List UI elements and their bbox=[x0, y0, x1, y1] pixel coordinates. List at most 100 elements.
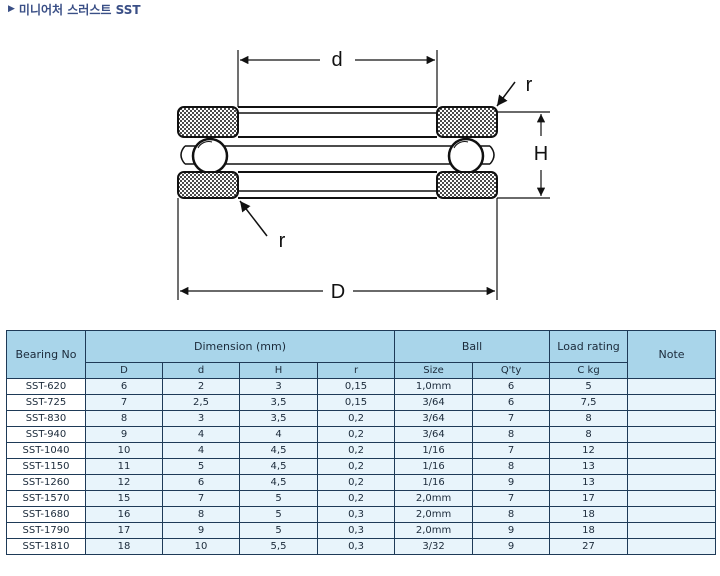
ball-size-cell: 1/16 bbox=[394, 474, 474, 491]
dim-H-cell: 3,5 bbox=[239, 410, 318, 427]
dim-D-cell: 11 bbox=[85, 458, 163, 475]
subheader-H: H bbox=[239, 362, 318, 379]
ball-qty-cell: 7 bbox=[472, 410, 551, 427]
ball-qty-cell: 6 bbox=[472, 378, 551, 395]
bearing-diagram: d H r r D bbox=[177, 49, 550, 303]
subheader-qty: Q'ty bbox=[472, 362, 551, 379]
load-rating-cell: 27 bbox=[549, 538, 629, 555]
bearing-no-cell: SST-1040 bbox=[6, 442, 86, 459]
note-cell bbox=[627, 474, 717, 491]
load-rating-cell: 18 bbox=[549, 522, 629, 539]
note-cell bbox=[627, 506, 717, 523]
ball-size-cell: 2,0mm bbox=[394, 490, 474, 507]
dim-d-cell: 8 bbox=[162, 506, 240, 523]
load-rating-cell: 18 bbox=[549, 506, 629, 523]
bearing-no-cell: SST-725 bbox=[6, 394, 86, 411]
ball-qty-cell: 9 bbox=[472, 522, 551, 539]
note-cell bbox=[627, 394, 717, 411]
dim-H-cell: 4,5 bbox=[239, 442, 318, 459]
ball-size-cell: 3/64 bbox=[394, 426, 474, 443]
bottom-washer-right bbox=[436, 171, 498, 199]
dim-D-cell: 8 bbox=[85, 410, 163, 427]
ball-left bbox=[191, 137, 229, 175]
subheader-size: Size bbox=[394, 362, 474, 379]
dim-r-cell: 0,2 bbox=[316, 410, 396, 427]
dim-r-cell: 0,2 bbox=[316, 458, 396, 475]
bearing-no-cell: SST-1680 bbox=[6, 506, 86, 523]
dim-d-cell: 5 bbox=[162, 458, 240, 475]
load-rating-cell: 5 bbox=[549, 378, 629, 395]
spec-table: Bearing No Dimension (mm) Ball Load rati… bbox=[6, 330, 717, 555]
dim-r-cell: 0,15 bbox=[316, 378, 396, 395]
load-rating-cell: 17 bbox=[549, 490, 629, 507]
subheader-c-kg: C kg bbox=[549, 362, 629, 379]
dim-H-cell: 5 bbox=[239, 506, 318, 523]
note-cell bbox=[627, 458, 717, 475]
note-cell bbox=[627, 490, 717, 507]
triangle-bullet-icon: ▶ bbox=[8, 4, 15, 14]
load-rating-cell: 13 bbox=[549, 458, 629, 475]
load-rating-cell: 8 bbox=[549, 410, 629, 427]
dim-r-cell: 0,3 bbox=[316, 506, 396, 523]
ball-qty-cell: 7 bbox=[472, 442, 551, 459]
ball-qty-cell: 8 bbox=[472, 506, 551, 523]
note-cell bbox=[627, 410, 717, 427]
bearing-no-cell: SST-1260 bbox=[6, 474, 86, 491]
dim-D-cell: 9 bbox=[85, 426, 163, 443]
dim-H-cell: 3 bbox=[239, 378, 318, 395]
dim-D-cell: 17 bbox=[85, 522, 163, 539]
load-rating-cell: 13 bbox=[549, 474, 629, 491]
dim-D-cell: 7 bbox=[85, 394, 163, 411]
ball-qty-cell: 8 bbox=[472, 426, 551, 443]
bearing-no-cell: SST-1150 bbox=[6, 458, 86, 475]
dim-D-cell: 6 bbox=[85, 378, 163, 395]
dim-d-cell: 7 bbox=[162, 490, 240, 507]
bearing-no-cell: SST-1790 bbox=[6, 522, 86, 539]
note-cell bbox=[627, 378, 717, 395]
dim-d-cell: 9 bbox=[162, 522, 240, 539]
dim-r-cell: 0,15 bbox=[316, 394, 396, 411]
header-ball: Ball bbox=[394, 330, 551, 363]
header-bearing-no: Bearing No bbox=[6, 330, 86, 379]
dim-d-cell: 4 bbox=[162, 426, 240, 443]
top-washer-right bbox=[436, 106, 498, 138]
page-title-text: 미니어처 스러스트 SST bbox=[18, 2, 141, 17]
ball-size-cell: 1/16 bbox=[394, 442, 474, 459]
subheader-d: d bbox=[162, 362, 240, 379]
ball-size-cell: 1,0mm bbox=[394, 378, 474, 395]
bearing-no-cell: SST-620 bbox=[6, 378, 86, 395]
bearing-no-cell: SST-830 bbox=[6, 410, 86, 427]
ball-size-cell: 3/64 bbox=[394, 394, 474, 411]
note-cell bbox=[627, 522, 717, 539]
load-rating-cell: 12 bbox=[549, 442, 629, 459]
load-rating-cell: 8 bbox=[549, 426, 629, 443]
dim-H-cell: 4 bbox=[239, 426, 318, 443]
ball-right bbox=[447, 137, 485, 175]
ball-qty-cell: 9 bbox=[472, 538, 551, 555]
label-r-top: r bbox=[526, 74, 533, 96]
dim-D-cell: 12 bbox=[85, 474, 163, 491]
dim-H-cell: 3,5 bbox=[239, 394, 318, 411]
header-note: Note bbox=[627, 330, 717, 379]
dim-d-cell: 2,5 bbox=[162, 394, 240, 411]
top-washer-left bbox=[177, 106, 239, 138]
note-cell bbox=[627, 538, 717, 555]
subheader-D: D bbox=[85, 362, 163, 379]
bearing-no-cell: SST-1570 bbox=[6, 490, 86, 507]
dim-D-cell: 16 bbox=[85, 506, 163, 523]
dim-H-cell: 4,5 bbox=[239, 458, 318, 475]
dim-r-cell: 0,2 bbox=[316, 426, 396, 443]
bottom-washer-left bbox=[177, 171, 239, 199]
bearing-no-cell: SST-940 bbox=[6, 426, 86, 443]
dim-H-cell: 5,5 bbox=[239, 538, 318, 555]
